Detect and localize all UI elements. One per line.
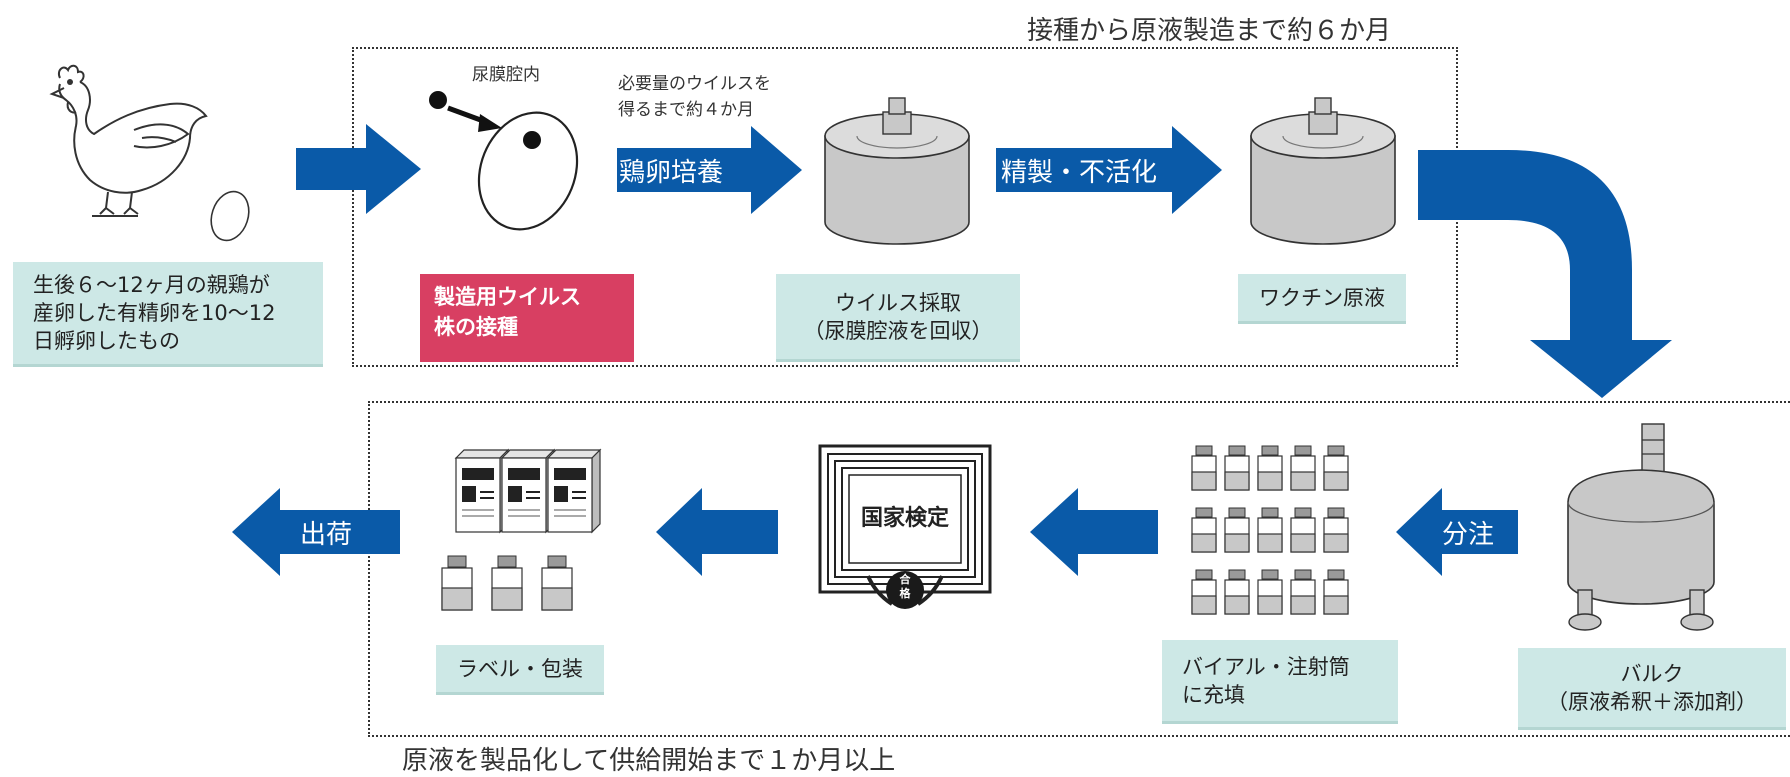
inoculation-line-1: 製造用ウイルス bbox=[434, 285, 581, 309]
arrow-to-packaging bbox=[656, 488, 778, 576]
fill-box: バイアル・注射筒 に充填 bbox=[1162, 640, 1398, 724]
bottom-process-frame bbox=[368, 401, 1790, 737]
inoculation-box: 製造用ウイルス 株の接種 bbox=[420, 274, 634, 362]
arrow-to-inoculation bbox=[296, 124, 421, 214]
vaccine-stock-box: ワクチン原液 bbox=[1238, 274, 1406, 324]
curved-arrow-to-bulk bbox=[1418, 150, 1672, 398]
certificate-icon bbox=[818, 444, 992, 609]
parent-egg-line-1: 生後６〜12ヶ月の親鶏が bbox=[33, 273, 270, 297]
chicken-icon bbox=[49, 64, 208, 217]
harvest-line-2: （尿膜腔液を回収） bbox=[803, 318, 993, 343]
inoculation-line-2: 株の接種 bbox=[434, 315, 518, 339]
dispense-arrow-label: 分注 bbox=[1442, 520, 1495, 550]
purify-arrow-label: 精製・不活化 bbox=[1001, 158, 1158, 188]
purify-arrow bbox=[996, 126, 1222, 214]
bulk-box: バルク （原液希釈＋添加剤） bbox=[1518, 648, 1786, 730]
bulk-line-2: （原液希釈＋添加剤） bbox=[1547, 689, 1757, 714]
virus-time-note-1: 必要量のウイルスを bbox=[618, 74, 771, 94]
culture-arrow-label: 鶏卵培養 bbox=[619, 158, 724, 188]
bulk-tank-icon bbox=[1567, 423, 1715, 631]
fill-line-1: バイアル・注射筒 bbox=[1182, 654, 1350, 679]
certificate-seal-top: 合 bbox=[899, 573, 911, 586]
arrow-to-certificate bbox=[1030, 488, 1158, 576]
vaccine-stock-label: ワクチン原液 bbox=[1259, 285, 1385, 310]
harvest-box: ウイルス採取 （尿膜腔液を回収） bbox=[776, 274, 1020, 362]
top-period-note: 接種から原液製造まで約６か月 bbox=[1027, 16, 1392, 46]
inoculated-egg-icon bbox=[429, 91, 579, 231]
culture-arrow bbox=[617, 126, 802, 214]
virus-time-note-2: 得るまで約４か月 bbox=[618, 100, 754, 120]
bottom-period-note: 原液を製品化して供給開始まで１か月以上 bbox=[402, 746, 896, 776]
parent-egg-line-3: 日孵卵したもの bbox=[33, 329, 180, 353]
ship-arrow-label: 出荷 bbox=[300, 520, 353, 550]
vaccine-stock-tank-icon bbox=[1250, 97, 1396, 245]
bulk-line-1: バルク bbox=[1620, 661, 1684, 686]
vials-grid-icon bbox=[1191, 445, 1349, 615]
label-pack-box: ラベル・包装 bbox=[436, 645, 604, 695]
culture-tank-icon bbox=[824, 97, 970, 245]
certificate-title: 国家検定 bbox=[860, 506, 949, 531]
parent-egg-box: 生後６〜12ヶ月の親鶏が 産卵した有精卵を10〜12 日孵卵したもの bbox=[13, 262, 323, 367]
harvest-line-1: ウイルス採取 bbox=[835, 290, 961, 315]
fill-line-2: に充填 bbox=[1182, 682, 1245, 707]
parent-egg-line-2: 産卵した有精卵を10〜12 bbox=[33, 301, 276, 325]
ship-arrow bbox=[232, 488, 400, 576]
dispense-arrow bbox=[1396, 488, 1518, 576]
certificate-seal-bottom: 格 bbox=[899, 587, 911, 600]
packaged-boxes-icon bbox=[441, 449, 601, 611]
label-pack-label: ラベル・包装 bbox=[457, 656, 583, 681]
egg-icon bbox=[210, 190, 250, 242]
allantoic-note: 尿膜腔内 bbox=[472, 65, 540, 85]
